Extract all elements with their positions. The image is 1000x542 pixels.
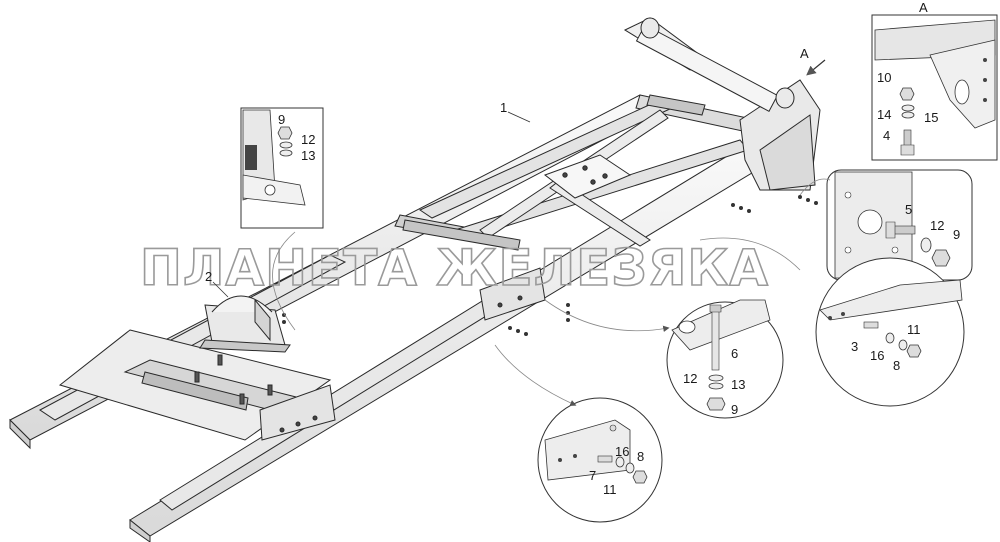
callout-bolt-4: 4	[883, 128, 890, 143]
callout-washer-16: 16	[870, 348, 884, 363]
watermark: ПЛАНЕТА ЖЕЛЕЗЯКА	[140, 239, 769, 297]
x-brace-a	[418, 99, 674, 219]
callout-bolt-3: 3	[851, 339, 858, 354]
support-cradle	[199, 295, 291, 353]
callout-washer-13c: 13	[731, 377, 745, 392]
callout-support: 2	[205, 269, 212, 284]
main-callouts: 1 2 А	[205, 46, 826, 298]
callout-washer-13: 13	[301, 148, 315, 163]
inset-top-left: 9 12 13	[240, 107, 324, 229]
inset-center-circle: 6 12 13 9	[666, 299, 784, 419]
callout-nut-9b: 9	[953, 227, 960, 242]
main-frame	[9, 17, 821, 542]
inset-bottom-circle: 7 16 11 8	[537, 397, 663, 523]
callout-washer-16b: 16	[615, 444, 629, 459]
callout-washer-11: 11	[907, 322, 921, 337]
inset-right-circle: 3 16 11 8	[815, 257, 965, 407]
callout-nut-9c: 9	[731, 402, 738, 417]
view-label: А	[919, 0, 928, 15]
callout-washer-12c: 12	[683, 371, 697, 386]
callout-washer-12b: 12	[930, 218, 944, 233]
center-plate	[543, 154, 632, 199]
callout-bolt-6: 6	[731, 346, 738, 361]
callout-washer-15: 15	[924, 110, 938, 125]
callout-nut-9: 9	[278, 112, 285, 127]
callout-frame: 1	[500, 100, 507, 115]
callout-nut-8b: 8	[637, 449, 644, 464]
callout-washer-14: 14	[877, 107, 891, 122]
view-arrow-label: А	[800, 46, 809, 61]
fastener-clusters	[282, 195, 818, 336]
callout-washer-11b: 11	[603, 482, 617, 497]
callout-nut-10: 10	[877, 70, 891, 85]
callout-washer-12: 12	[301, 132, 315, 147]
inset-view-a: А 10 14 15 4	[871, 0, 998, 161]
callout-bolt-7: 7	[589, 468, 596, 483]
callout-nut-8: 8	[893, 358, 900, 373]
callout-bolt-5: 5	[905, 202, 912, 217]
